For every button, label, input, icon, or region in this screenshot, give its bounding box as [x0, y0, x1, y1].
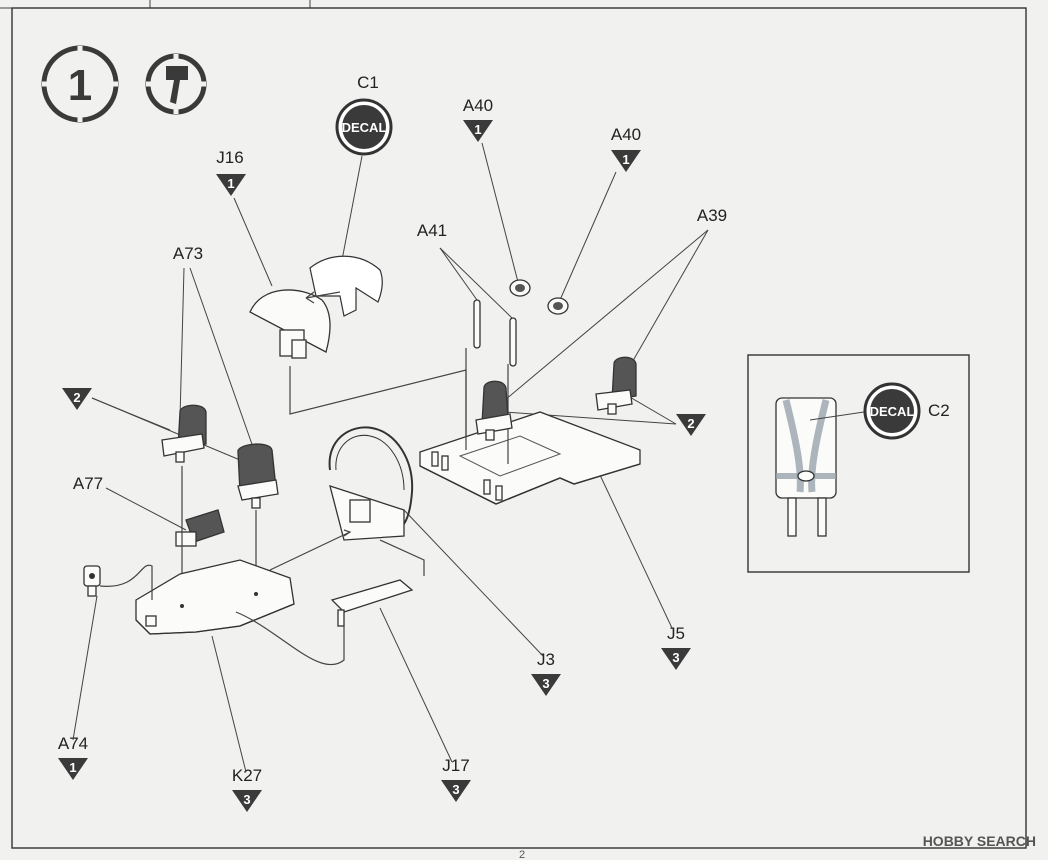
- part-a39-seat-1: [475, 380, 513, 441]
- decal-c1-code: C1: [357, 73, 379, 92]
- part-a73-seat-2: [237, 443, 279, 509]
- part-a73-seat-1: [161, 404, 207, 463]
- svg-text:2: 2: [73, 390, 80, 405]
- label-j17: J17 3: [379, 607, 471, 802]
- label-j3: J3 3: [403, 509, 561, 696]
- svg-text:A77: A77: [73, 474, 103, 493]
- label-j16: J16 1: [216, 148, 273, 287]
- svg-text:A40: A40: [611, 125, 641, 144]
- step-frame: [11, 7, 1027, 849]
- svg-text:2: 2: [687, 416, 694, 431]
- svg-text:A40: A40: [463, 96, 493, 115]
- label-a41: A41: [417, 221, 513, 319]
- decal-c1-ghost: [305, 255, 383, 317]
- label-a73: A73: [173, 244, 255, 451]
- svg-text:3: 3: [672, 650, 679, 665]
- decal-c2-badge: DECAL: [870, 404, 915, 419]
- cement-icon: [145, 53, 207, 115]
- part-k27-floor: [135, 559, 295, 635]
- part-j3-frame: [328, 426, 414, 541]
- svg-text:K27: K27: [232, 766, 262, 785]
- label-a74: A74 1: [58, 595, 98, 780]
- part-a74: [83, 565, 101, 597]
- decal-c2-callout: DECAL C2: [863, 382, 950, 440]
- svg-text:1: 1: [69, 760, 76, 775]
- label-a40-right: A40 1: [559, 125, 641, 301]
- detail-inset: DECAL C2: [747, 354, 970, 573]
- label-j5: J5 3: [591, 457, 691, 670]
- decal-c2-code: C2: [928, 401, 950, 420]
- part-a77: [175, 509, 225, 547]
- page-number: 2: [519, 849, 525, 860]
- label-a40-left: A40 1: [463, 96, 519, 283]
- label-k27: K27 3: [211, 635, 262, 812]
- part-a41-rods: [473, 299, 517, 367]
- part-a40-rings: [509, 279, 569, 315]
- label-a39: A39: [504, 206, 727, 401]
- part-a39-seat-2: [595, 356, 637, 415]
- step-number-badge: 1: [41, 45, 119, 123]
- svg-text:J5: J5: [667, 624, 685, 643]
- svg-text:3: 3: [452, 782, 459, 797]
- label-a77: A77: [73, 474, 187, 531]
- step-number: 1: [68, 61, 92, 110]
- svg-text:A39: A39: [697, 206, 727, 225]
- svg-text:1: 1: [474, 122, 481, 137]
- svg-text:A74: A74: [58, 734, 88, 753]
- svg-text:A41: A41: [417, 221, 447, 240]
- svg-text:3: 3: [243, 792, 250, 807]
- svg-text:J17: J17: [442, 756, 469, 775]
- part-j5-floor: [419, 348, 641, 505]
- decal-c1-callout: DECAL C1: [335, 73, 393, 261]
- watermark: HOBBY SEARCH: [923, 833, 1036, 849]
- svg-text:A73: A73: [173, 244, 203, 263]
- svg-text:3: 3: [542, 676, 549, 691]
- decal-c1-badge: DECAL: [342, 120, 387, 135]
- part-j16-bulkhead: [249, 289, 331, 359]
- seat-marker-left: 2: [62, 388, 241, 461]
- svg-text:1: 1: [227, 176, 234, 191]
- part-j17-plate: [330, 579, 414, 627]
- header-table-edge: [0, 0, 420, 9]
- svg-text:J16: J16: [216, 148, 243, 167]
- svg-text:1: 1: [622, 152, 629, 167]
